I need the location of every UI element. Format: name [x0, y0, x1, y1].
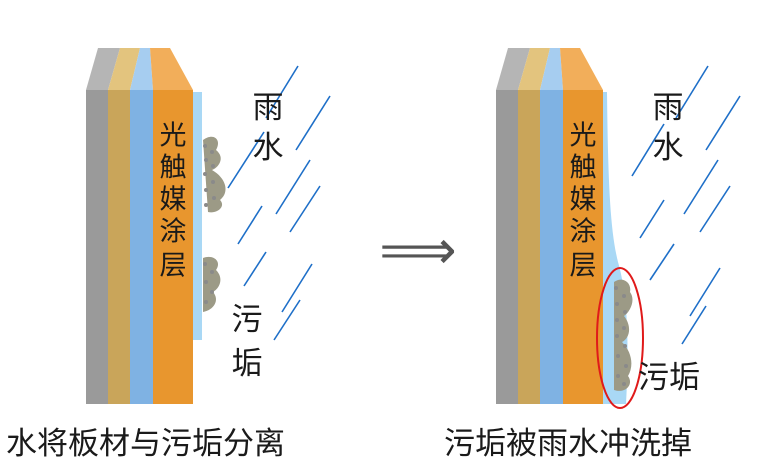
left-dirt-upper: [203, 136, 226, 213]
left-rain: [227, 65, 331, 341]
right-coating-label-2: 媒: [570, 185, 597, 216]
left-dirt-lower: [203, 256, 221, 312]
right-coating-label-0: 光: [570, 121, 597, 152]
right-layer-tan: [518, 90, 540, 404]
right-caption: 污垢被雨水冲洗掉: [444, 426, 692, 462]
left-caption: 水将板材与污垢分离: [6, 426, 285, 462]
left-rain-label-1: 水: [253, 130, 284, 166]
left-panel: 光 触 媒 涂 层: [6, 48, 331, 462]
right-coating-label-4: 层: [570, 251, 597, 282]
left-coating-label-4: 层: [160, 251, 187, 282]
left-board-top-orange: [150, 48, 193, 90]
right-rain: [631, 65, 741, 345]
right-rain-label-0: 雨: [653, 90, 684, 126]
right-layer-orange: [563, 90, 603, 404]
right-board-top-tan: [518, 48, 550, 90]
right-panel: 光 触 媒 涂 层 雨: [444, 48, 741, 462]
left-coating-label-1: 触: [160, 153, 187, 184]
right-coating-label-3: 涂: [570, 217, 597, 248]
left-board-top-blue: [130, 48, 153, 90]
left-layer-tan: [108, 90, 130, 404]
left-coating-label-0: 光: [160, 121, 187, 152]
right-board-top-gray: [496, 48, 530, 90]
left-rain-label-0: 雨: [253, 90, 284, 126]
right-board-top-blue: [540, 48, 563, 90]
left-layer-gray: [86, 90, 108, 404]
left-coating-label-2: 媒: [160, 185, 187, 216]
right-board-top-orange: [560, 48, 603, 90]
left-coating-label-3: 涂: [160, 217, 187, 248]
right-dirt-label: 污垢: [638, 360, 700, 396]
left-board-top-tan: [108, 48, 140, 90]
left-board-top-gray: [86, 48, 120, 90]
left-layer-blue: [130, 90, 153, 404]
right-coating-label-1: 触: [570, 153, 597, 184]
right-dirt: [614, 279, 633, 391]
right-rain-label-1: 水: [653, 130, 684, 166]
transition-arrow: ⟹: [379, 219, 456, 282]
left-dirt-label-1: 垢: [232, 346, 263, 382]
right-layer-blue: [540, 90, 563, 404]
right-layer-gray: [496, 90, 518, 404]
left-layer-orange: [153, 90, 193, 404]
highlight-circle: [596, 267, 644, 409]
right-board: [496, 48, 628, 404]
left-water-film: [193, 92, 202, 340]
left-dirt-label-0: 污: [232, 302, 263, 338]
left-board: [86, 48, 202, 404]
